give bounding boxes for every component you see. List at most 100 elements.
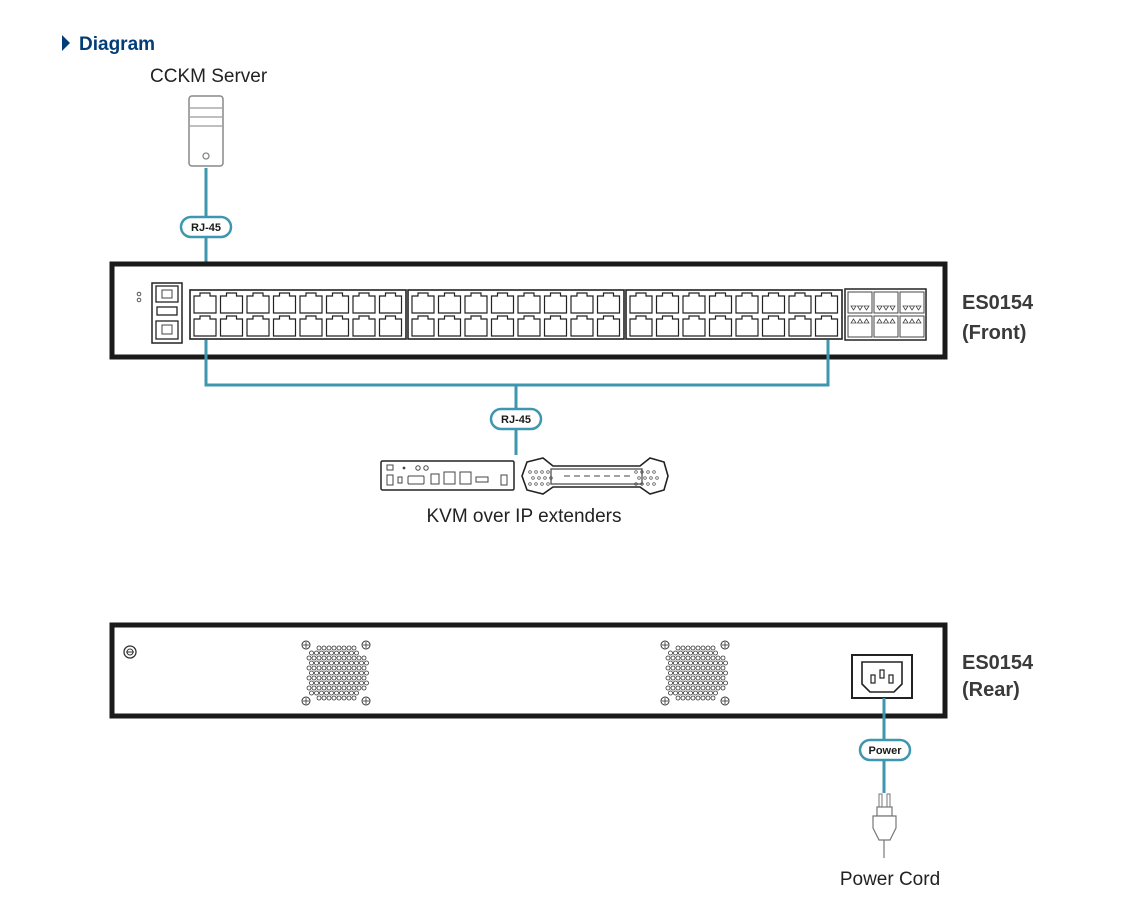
fan-hole [708, 650, 713, 656]
fan-hole [319, 670, 324, 676]
sfp-port [899, 291, 925, 314]
fan-hole [336, 655, 342, 661]
fan-hole [346, 675, 352, 681]
fan-vent-left [301, 640, 371, 706]
fan-hole [321, 665, 327, 671]
fan-hole [715, 675, 721, 681]
sfp-latch [908, 305, 916, 311]
fan-hole [723, 670, 728, 676]
fan-hole [326, 645, 332, 651]
fan-hole [336, 675, 342, 681]
fan-hole [356, 685, 362, 691]
rj45-port [814, 292, 839, 314]
fan-hole [319, 650, 324, 656]
fan-hole [700, 695, 706, 701]
fan-hole [703, 670, 708, 676]
fan-hole [723, 660, 728, 666]
fan-hole [710, 655, 716, 661]
fan-hole [324, 670, 329, 676]
sfp-port [899, 315, 925, 338]
vent-dot [537, 476, 541, 480]
fan-hole [364, 660, 369, 666]
rj45-port [735, 292, 759, 314]
fan-hole [324, 650, 329, 656]
fan-hole [710, 665, 716, 671]
fan-hole [670, 685, 676, 691]
fan-hole [316, 645, 322, 651]
fan-hole [690, 665, 696, 671]
rj45-port [378, 315, 403, 337]
fan-hole [695, 685, 701, 691]
sfp-port [873, 291, 899, 314]
sfp-latch [889, 318, 896, 324]
fan-hole [703, 690, 708, 696]
fan-hole [351, 655, 357, 661]
fan-hole [309, 690, 314, 696]
rj45-port [464, 292, 488, 314]
header-arrow-icon [62, 35, 70, 51]
rj45-port [682, 315, 706, 337]
vent-dot [643, 476, 647, 480]
rj45-port [219, 292, 244, 314]
sfp-latch [902, 305, 909, 311]
rj45-port [517, 315, 541, 337]
rj45-port [814, 315, 839, 337]
fan-hole [354, 690, 359, 696]
vent-dot [534, 482, 538, 486]
fan-hole [354, 670, 359, 676]
fan-hole [713, 690, 718, 696]
rj45-port [352, 292, 376, 314]
fan-screw [361, 696, 371, 706]
fan-hole [668, 690, 673, 696]
fan-hole [720, 665, 726, 671]
fan-hole [331, 685, 337, 691]
fan-hole [324, 690, 329, 696]
fan-hole [344, 650, 349, 656]
fan-hole [698, 680, 703, 686]
fan-hole [354, 680, 359, 686]
sfp-latch [876, 305, 883, 311]
sfp-latch [915, 305, 922, 311]
fan-hole [680, 655, 686, 661]
fan-hole [319, 680, 324, 686]
rj45-port [193, 292, 217, 314]
fan-hole [341, 675, 347, 681]
fan-hole [720, 685, 726, 691]
sfp-latch [856, 305, 864, 311]
fan-hole [359, 670, 364, 676]
fan-hole [675, 655, 681, 661]
fan-hole [329, 670, 334, 676]
fan-hole [678, 650, 683, 656]
fan-hole [344, 660, 349, 666]
front-label-side: (Front) [962, 322, 1026, 344]
vent-dot [655, 476, 659, 480]
rj45-port [517, 292, 541, 314]
fan-screw [361, 640, 371, 650]
fan-hole [705, 645, 711, 651]
fan-hole [693, 670, 698, 676]
vent-dot [534, 470, 538, 474]
fan-hole [688, 670, 693, 676]
fan-hole [349, 660, 354, 666]
fan-hole [339, 680, 344, 686]
fan-hole [685, 675, 691, 681]
fan-hole [693, 680, 698, 686]
fan-hole [354, 650, 359, 656]
sfp-latch [863, 318, 870, 324]
fan-hole [700, 675, 706, 681]
server-label: CCKM Server [150, 66, 268, 87]
rj45-port [682, 292, 706, 314]
fan-hole [683, 650, 688, 656]
fan-hole [695, 695, 701, 701]
rj45-port [299, 315, 323, 337]
fan-hole [334, 680, 339, 686]
fan-hole [680, 685, 686, 691]
fan-hole [346, 665, 352, 671]
vent-dot [652, 482, 656, 486]
sfp-latch [850, 318, 857, 324]
sfp-latch [850, 305, 857, 311]
fan-hole [306, 675, 312, 681]
fan-hole [326, 685, 332, 691]
fan-hole [708, 660, 713, 666]
fan-hole [670, 665, 676, 671]
